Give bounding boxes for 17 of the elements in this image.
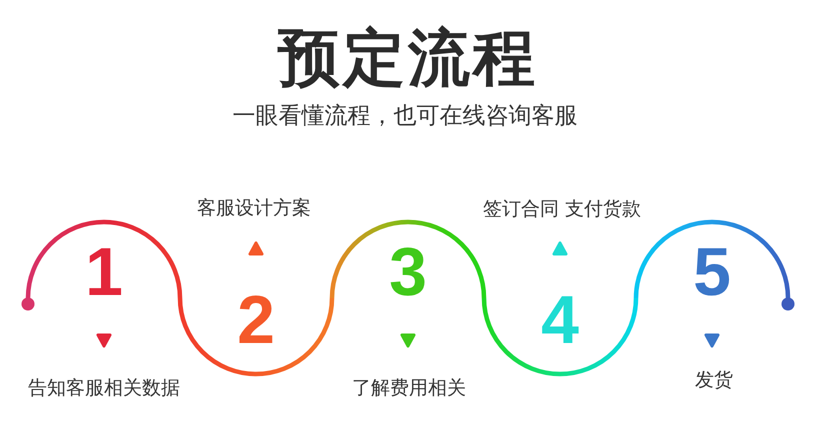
step-arc: [20, 219, 183, 311]
step-caption: 告知客服相关数据: [28, 378, 180, 399]
step-caption: 了解费用相关: [352, 378, 466, 399]
step-number: 2: [237, 295, 275, 346]
subtitle: 一眼看懂流程，也可在线咨询客服: [232, 105, 578, 128]
step-arc: [177, 295, 335, 377]
title: 预定流程: [278, 27, 538, 89]
step-caption: 发货: [695, 370, 733, 391]
step-number: 4: [541, 295, 579, 346]
step-number: 3: [389, 247, 427, 298]
step-number: 1: [85, 247, 123, 298]
step-arc: [329, 219, 487, 298]
step-caption: 签订合同 支付货款: [482, 199, 642, 220]
step-number: 5: [693, 247, 731, 298]
step-arc: [633, 219, 796, 311]
step-arc: [481, 295, 639, 377]
step-caption: 客服设计方案: [197, 198, 311, 219]
